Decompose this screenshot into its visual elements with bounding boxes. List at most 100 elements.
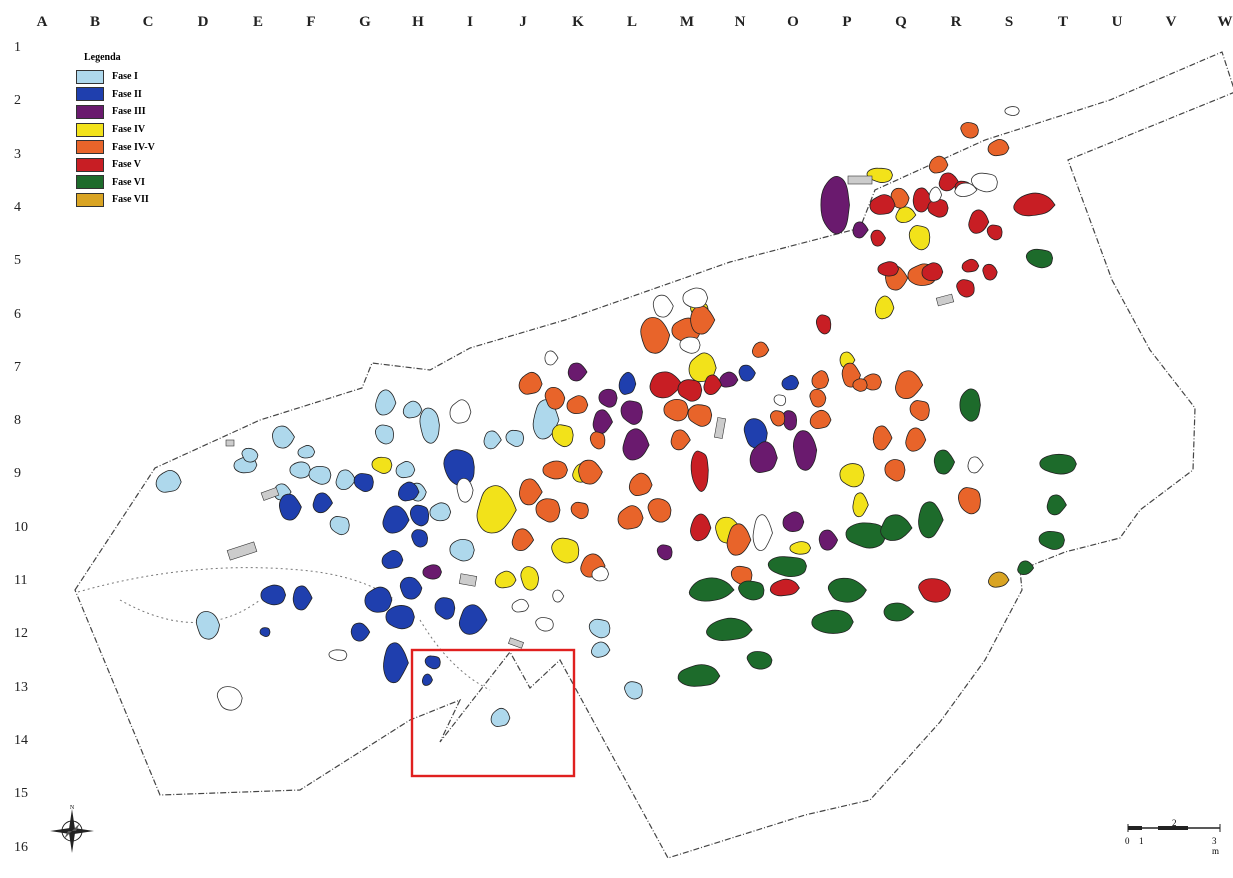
legend-swatch [76, 87, 104, 102]
legend-item: Fase IV [76, 121, 155, 139]
feature-fase-1 [308, 465, 332, 485]
feature-fase-5 [884, 459, 906, 482]
scale-label: 0 [1125, 836, 1130, 846]
feature-fase-4 [371, 456, 393, 474]
feature-unassigned [216, 686, 243, 711]
legend-label: Fase III [112, 106, 146, 118]
grid-column-label: E [252, 14, 264, 30]
feature-fase-5 [987, 139, 1010, 157]
feature-fase-1 [375, 389, 397, 416]
grid-column-label: N [734, 14, 746, 30]
scale-label: 1 [1139, 836, 1144, 846]
grid-column-label: W [1217, 14, 1233, 30]
feature-fase-2 [424, 655, 441, 670]
grid-row-label: 6 [14, 306, 21, 322]
feature-fase-2 [458, 604, 488, 635]
feature-fragment [226, 541, 258, 561]
feature-unassigned [511, 598, 530, 613]
feature-fase-1 [329, 516, 350, 536]
feature-fase-2 [781, 375, 800, 391]
feature-fase-5 [578, 459, 603, 485]
feature-fase-2 [260, 584, 287, 606]
feature-fase-5 [511, 528, 535, 552]
feature-fase-6 [1013, 192, 1056, 217]
grid-row-label: 2 [14, 93, 21, 109]
feature-fase-3 [749, 441, 778, 473]
feature-fase-2 [385, 605, 415, 630]
feature-fragment [458, 573, 478, 587]
feature-fase-6 [918, 578, 952, 603]
feature-fase-6 [690, 450, 709, 492]
feature-fase-5 [544, 386, 566, 410]
feature-fase-6 [982, 263, 998, 281]
feature-fase-1 [335, 469, 357, 491]
feature-fase-6 [690, 513, 712, 542]
feature-fase-2 [364, 586, 393, 613]
grid-column-label: A [36, 14, 48, 30]
scale-label: 3 m [1212, 836, 1220, 856]
feature-fase-5 [663, 398, 689, 422]
feature-fase-2 [382, 505, 410, 534]
feature-fase-4 [551, 424, 574, 448]
grid-column-label: I [467, 14, 473, 30]
feature-fase-3 [598, 388, 618, 408]
feature-fase-6 [961, 258, 980, 273]
grid-column-label: V [1165, 14, 1177, 30]
legend-label: Fase VI [112, 176, 145, 188]
feature-fase-2 [259, 627, 271, 638]
compass-rose-icon: N [50, 805, 94, 853]
grid-row-label: 16 [14, 839, 28, 855]
grid-column-label: K [572, 14, 584, 30]
scale-bar: 0 1 2 3 m [1124, 818, 1224, 856]
feature-fase-5 [811, 370, 830, 390]
feature-unassigned [752, 514, 773, 551]
feature-fase-1 [289, 461, 311, 479]
legend-label: Fase II [112, 88, 142, 100]
grid-row-label: 1 [14, 40, 21, 55]
feature-fase-5 [726, 523, 752, 556]
feature-fase-2 [434, 597, 456, 620]
site-boundary [74, 51, 1233, 859]
feature-fase-2 [421, 673, 433, 686]
legend-item: Fase VI [76, 174, 155, 192]
feature-fase-5 [589, 431, 606, 450]
feature-fase-1 [429, 502, 452, 522]
grid-column-label: M [679, 14, 695, 30]
feature-fase-5 [770, 410, 786, 427]
feature-fase-5 [640, 317, 671, 354]
grid-column-label: G [359, 14, 371, 30]
dotted-section-line [119, 599, 261, 623]
feature-fase-2 [397, 481, 420, 502]
feature-fase-5 [687, 404, 713, 427]
feature-unassigned [967, 456, 984, 474]
feature-fase-7 [959, 388, 981, 422]
feature-unassigned [456, 477, 474, 503]
legend-swatch [76, 69, 104, 84]
legend-item: Fase V [76, 156, 155, 174]
feature-fase-2 [443, 449, 475, 487]
feature-fase-7 [688, 577, 735, 602]
feature-unassigned [449, 399, 472, 424]
grid-row-label: 15 [14, 786, 28, 802]
legend-swatch [76, 192, 104, 207]
feature-fase-1 [505, 429, 525, 447]
feature-unassigned [535, 617, 554, 632]
feature-fase-5 [960, 122, 979, 139]
grid-column-label: H [412, 14, 424, 30]
feature-fase-1 [375, 424, 395, 445]
feature-fase-1 [419, 407, 440, 444]
feature-fase-6 [927, 198, 949, 218]
legend-swatch [76, 122, 104, 137]
feature-fase-5 [895, 370, 924, 400]
feature-fase-2 [312, 492, 333, 514]
grid-column-label: U [1111, 14, 1123, 30]
feature-fase-6 [921, 262, 944, 282]
dotted-section-line [419, 619, 491, 691]
grid-row-label: 3 [14, 146, 21, 162]
feature-fase-4 [476, 485, 517, 534]
feature-fase-3 [592, 409, 613, 435]
feature-fase-1 [591, 641, 611, 658]
feature-fragment [713, 417, 727, 439]
feature-fragment [847, 175, 873, 185]
